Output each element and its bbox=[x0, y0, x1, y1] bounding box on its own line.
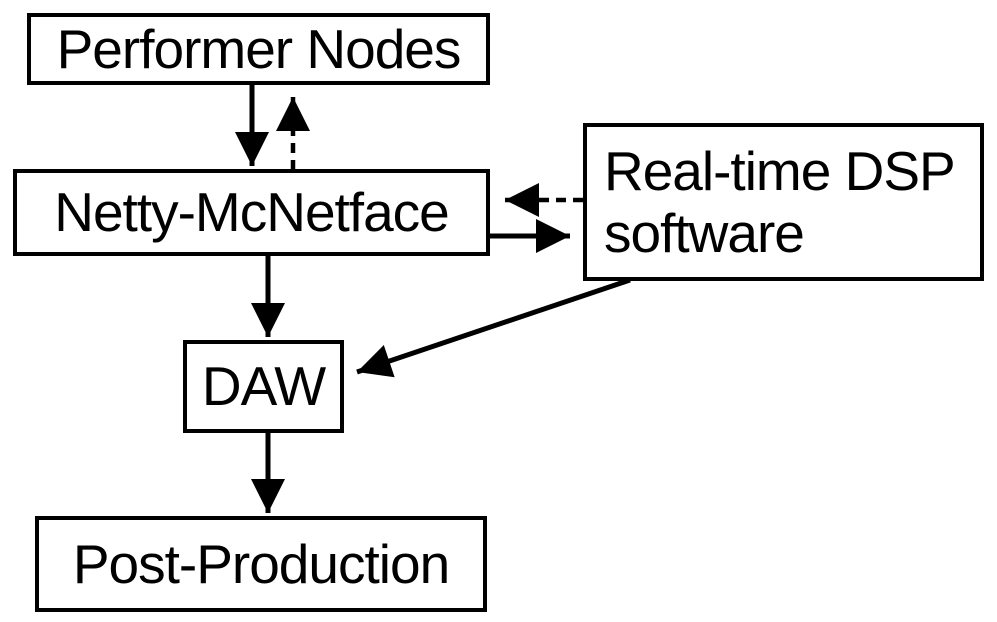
edge-dsp-to-daw bbox=[356, 277, 631, 378]
node-realtime-dsp-software: Real-time DSP software bbox=[583, 123, 984, 281]
node-daw: DAW bbox=[183, 340, 344, 433]
node-netty-mcnetface: Netty-McNetface bbox=[13, 169, 490, 256]
node-label: Netty-McNetface bbox=[54, 181, 450, 244]
node-label: DAW bbox=[201, 355, 326, 418]
node-post-production: Post-Production bbox=[35, 516, 487, 612]
node-label: Performer Nodes bbox=[56, 17, 462, 80]
node-label: Post-Production bbox=[72, 532, 450, 595]
node-performer-nodes: Performer Nodes bbox=[27, 13, 490, 85]
node-label: Real-time DSP software bbox=[604, 139, 955, 264]
